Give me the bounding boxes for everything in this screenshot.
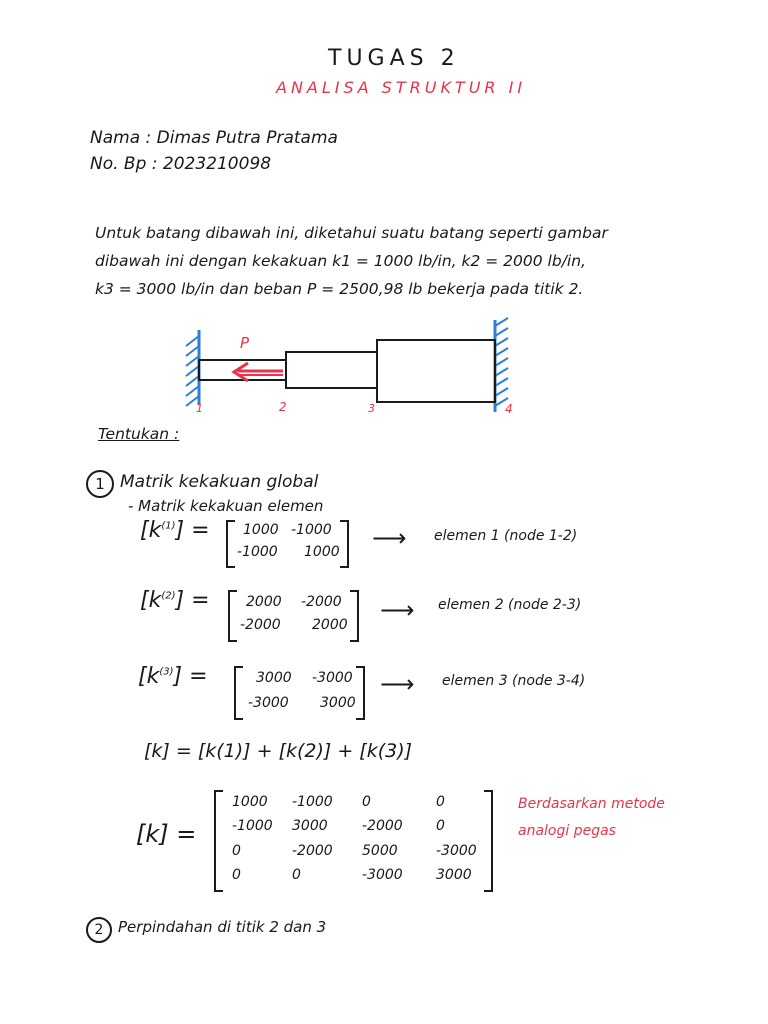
method-note-line-2: analogi pegas [518,823,616,839]
k2-cell: -2000 [240,617,281,633]
k3-lhs-sup: (3) [159,666,174,678]
k2-cell: -2000 [301,594,342,610]
section-1-heading: Matrik kekakuan global [120,472,319,492]
k3-note: elemen 3 (node 3-4) [442,673,586,689]
page-title: TUGAS 2 [328,46,460,71]
k3-bracket-right [356,666,365,720]
k1-bracket-right [340,520,349,568]
global-matrix-cell: 3000 [436,867,472,883]
k2-note: elemen 2 (node 2-3) [438,597,582,613]
global-bracket-left [214,790,223,892]
k2-cell: 2000 [246,594,282,610]
global-matrix-cell: -3000 [436,843,477,859]
k1-lhs: [k(1)] = [140,518,210,543]
k1-cell: 1000 [304,544,340,560]
k1-lhs-symbol: k [148,518,162,543]
node-label-2: 2 [279,400,287,414]
global-matrix-cell: 3000 [292,818,328,834]
arrow-icon: ⟶ [380,596,415,624]
k2-bracket-right [350,590,359,642]
global-matrix-cell: 1000 [232,794,268,810]
k1-bracket-left [226,520,235,568]
section-2-number: 2 [86,917,112,943]
k1-cell: -1000 [237,544,278,560]
node-label-4: 4 [505,402,513,416]
section-1-number-text: 1 [95,475,105,493]
k2-lhs-sup: (2) [161,590,176,602]
k1-cell: -1000 [291,522,332,538]
element-2-bar [285,351,378,389]
method-note-line-1: Berdasarkan metode [518,796,665,812]
section-2-number-text: 2 [94,922,104,938]
global-matrix-cell: 5000 [362,843,398,859]
k2-lhs: [k(2)] = [140,588,210,613]
section-1-number: 1 [86,470,114,498]
section-1-subheading: - Matrik kekakuan elemen [128,497,324,515]
right-wall [493,317,509,412]
k3-cell: -3000 [312,670,353,686]
global-matrix-cell: -2000 [292,843,333,859]
global-sum-equation: [k] = [k(1)] + [k(2)] + [k(3)] [144,740,413,762]
k2-lhs-symbol: k [148,588,162,613]
global-matrix-cell: 0 [436,794,445,810]
k3-bracket-left [234,666,243,720]
k1-lhs-sup: (1) [161,520,176,532]
tentukan-label: Tentukan : [98,425,180,443]
node-label-3: 3 [368,402,375,415]
arrow-icon: ⟶ [380,670,415,698]
element-3-bar [376,339,496,403]
student-name: Nama : Dimas Putra Pratama [90,128,338,148]
k3-cell: 3000 [320,695,356,711]
load-arrow [231,361,283,383]
problem-line-2: dibawah ini dengan kekakuan k1 = 1000 lb… [95,252,586,270]
global-matrix-cell: -3000 [362,867,403,883]
k1-note: elemen 1 (node 1-2) [434,528,578,544]
global-bracket-right [484,790,493,892]
global-matrix-cell: -2000 [362,818,403,834]
global-matrix-cell: 0 [232,843,241,859]
global-matrix-cell: 0 [362,794,371,810]
student-id: No. Bp : 2023210098 [90,154,272,174]
k2-cell: 2000 [312,617,348,633]
k3-cell: -3000 [248,695,289,711]
global-matrix-cell: 0 [436,818,445,834]
global-matrix-cell: -1000 [232,818,273,834]
k3-lhs: [k(3)] = [138,664,208,689]
problem-line-3: k3 = 3000 lb/in dan beban P = 2500,98 lb… [95,280,584,298]
global-matrix-cell: 0 [232,867,241,883]
k1-cell: 1000 [243,522,279,538]
page-subtitle: ANALISA STRUKTUR II [276,78,527,97]
global-matrix-cell: -1000 [292,794,333,810]
section-2-heading: Perpindahan di titik 2 dan 3 [118,918,327,936]
problem-line-1: Untuk batang dibawah ini, diketahui suat… [95,224,608,242]
global-matrix-cell: 0 [292,867,301,883]
left-wall [185,330,201,407]
k3-lhs-symbol: k [146,664,160,689]
load-label: P [240,334,250,352]
k2-bracket-left [228,590,237,642]
arrow-icon: ⟶ [372,524,407,552]
k3-cell: 3000 [256,670,292,686]
global-lhs: [k] = [136,820,197,848]
node-label-1: 1 [196,402,203,415]
